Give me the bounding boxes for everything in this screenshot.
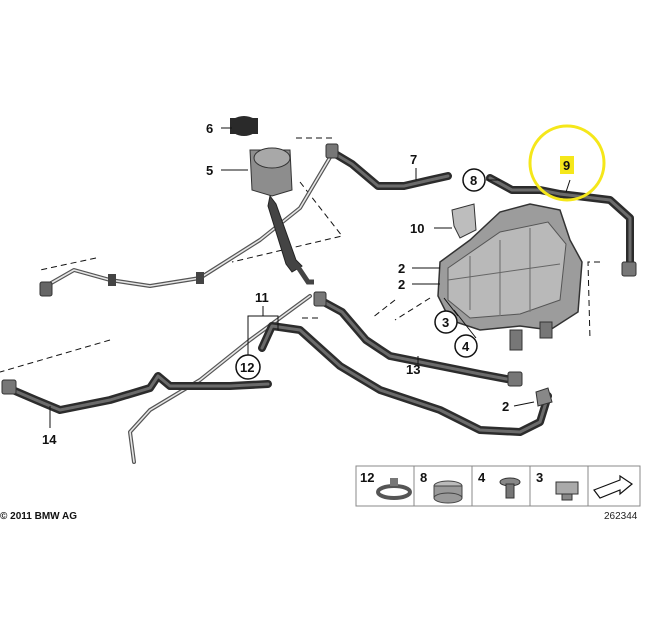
hose-clamp-icon (376, 478, 412, 500)
callout-labels: 6 5 7 8 9 10 2 2 3 4 11 12 13 14 2 (42, 121, 606, 447)
legend-cell-4 (471, 465, 531, 507)
callout-1: 2 (398, 261, 405, 276)
clip-nut-icon (555, 481, 579, 501)
connector-2 (535, 387, 553, 407)
hose-11 (258, 322, 552, 436)
callout-12: 12 (240, 360, 254, 375)
callout-6: 6 (206, 121, 213, 136)
callout-8: 8 (470, 173, 477, 188)
dashed-guide-lines (0, 137, 600, 373)
leader-lines (49, 127, 571, 428)
hose-13 (313, 291, 523, 387)
hose-14 (1, 372, 272, 414)
callout-3-circle (434, 310, 458, 334)
hose-9 (486, 174, 637, 277)
callout-4: 4 (462, 339, 470, 354)
callout-11: 11 (255, 290, 269, 305)
callout-5: 5 (206, 163, 213, 178)
legend-label-12: 12 (360, 470, 374, 485)
callout-3: 3 (442, 315, 449, 330)
bracket-10 (451, 203, 477, 239)
reservoir-bottle (230, 116, 314, 285)
expansion-tank (437, 203, 583, 351)
callout-14: 14 (42, 432, 57, 447)
callout-4-circle (454, 334, 478, 358)
callout-12-circle (235, 354, 261, 380)
legend-strip: 12 8 4 3 (355, 465, 641, 507)
expanding-rivet-icon (499, 477, 521, 499)
callout-10: 10 (410, 221, 424, 236)
sleeve-icon (433, 480, 463, 504)
callout-9-highlight (560, 156, 574, 174)
legend-label-8: 8 (420, 470, 427, 485)
legend-label-3: 3 (536, 470, 543, 485)
copyright-text: © 2011 BMW AG (0, 511, 77, 522)
metal-pipe-lower (128, 294, 312, 464)
metal-pipe-upper (39, 152, 334, 297)
callout-2: 2 (398, 277, 405, 292)
legend-label-4: 4 (478, 470, 486, 485)
highlight-ring (528, 124, 606, 202)
hose-7 (325, 143, 452, 190)
image-number: 262344 (604, 511, 638, 522)
callout-2-lower: 2 (502, 399, 509, 414)
callout-13: 13 (406, 362, 420, 377)
callout-8-circle (462, 168, 486, 192)
orientation-arrow-icon (593, 474, 634, 499)
callout-7: 7 (410, 152, 417, 167)
callout-9: 9 (563, 158, 570, 173)
